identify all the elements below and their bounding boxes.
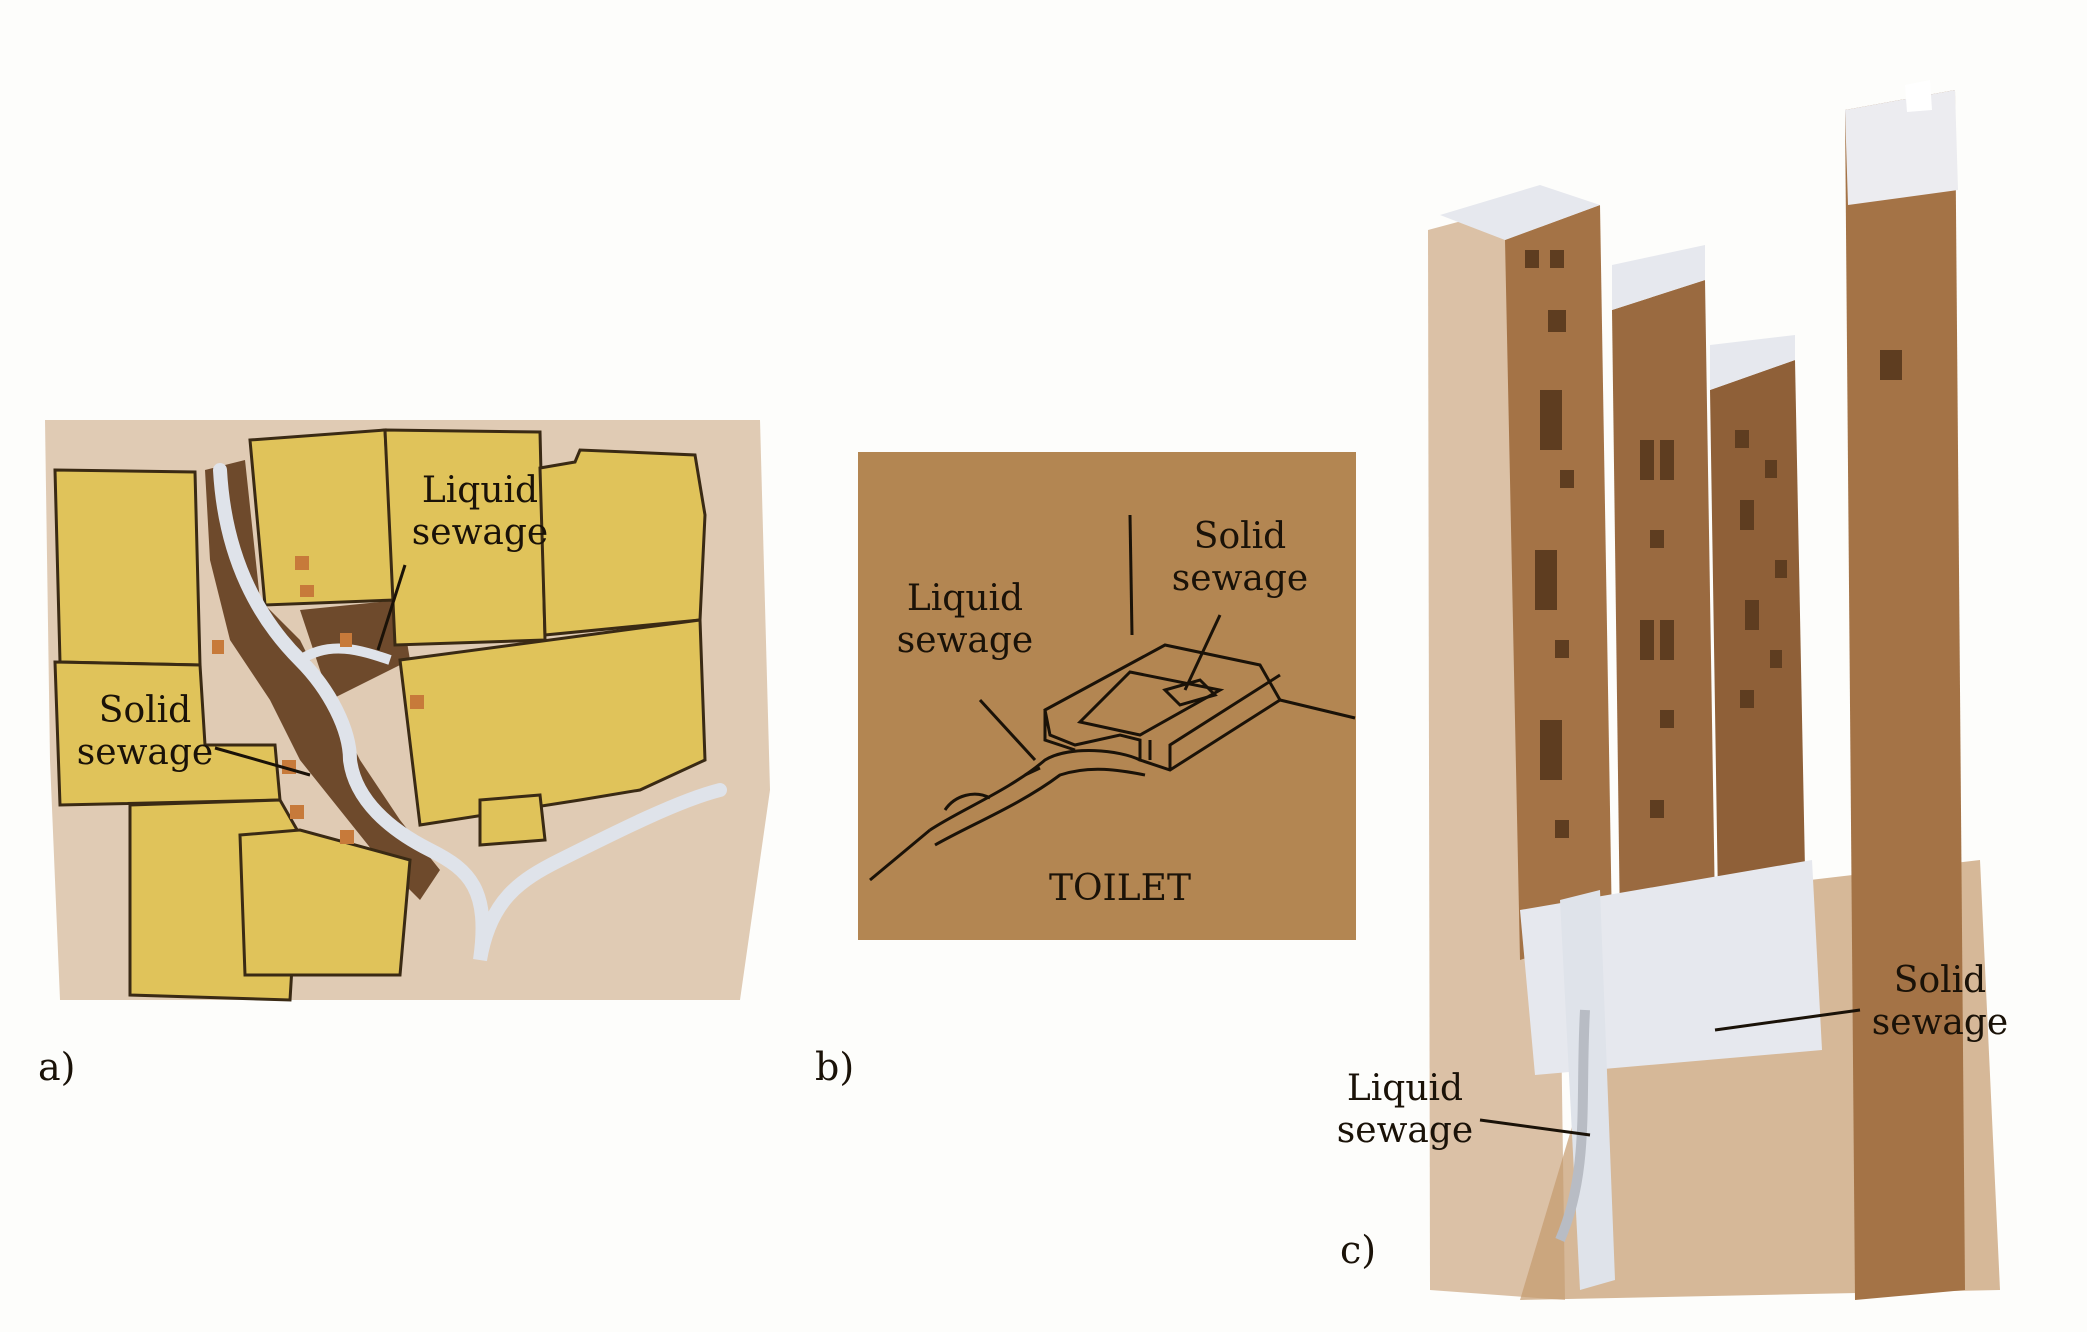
- panel-b-solid-sewage-label: Solid sewage: [1171, 516, 1309, 599]
- panel-b-liquid-sewage-label: Liquid sewage: [896, 578, 1034, 661]
- panel-c-tower-1: [1505, 205, 1612, 960]
- room-mid-right: [398, 618, 707, 827]
- panel-c-tower-houses: [1428, 80, 2000, 1300]
- room-mid-left: [53, 660, 282, 807]
- panel-c-tower-2: [1612, 280, 1715, 930]
- panel-a-rooms: [53, 428, 707, 1002]
- panel-c-tower-right: [1845, 90, 1965, 1300]
- room-top-right-b: [538, 448, 707, 637]
- panel-b-letter: b): [815, 1045, 855, 1089]
- panel-a-brick-markers: [212, 556, 424, 844]
- panel-a-solid-sewage-label: Solid sewage: [76, 690, 214, 773]
- panel-a-plan-view: [45, 420, 770, 1002]
- panel-b-solid-leader: [1183, 614, 1222, 691]
- panel-b-toilet-detail: [858, 452, 1356, 940]
- panel-a-letter: a): [38, 1045, 76, 1089]
- room-top-left: [53, 468, 202, 667]
- panel-c-solid-sewage-label: Solid sewage: [1871, 960, 2009, 1043]
- panel-c-solid-leader: [1714, 1008, 1861, 1032]
- panel-c-liquid-sewage-label: Liquid sewage: [1336, 1068, 1474, 1151]
- panel-c-liquid-leader: [1479, 1118, 1591, 1137]
- room-bottom-center: [238, 828, 412, 977]
- panel-a-drain-channel: [213, 463, 727, 962]
- panel-a-solid-leader: [214, 746, 311, 777]
- panel-c-letter: c): [1340, 1228, 1377, 1272]
- room-top-center: [248, 428, 397, 607]
- panel-b-toilet-caption: TOILET: [1049, 868, 1191, 909]
- panel-b-liquid-leader: [978, 698, 1037, 762]
- panel-a-liquid-sewage-label: Liquid sewage: [411, 470, 549, 553]
- panel-a-liquid-leader: [376, 564, 407, 651]
- panel-b-line-drawing: [869, 514, 1356, 882]
- panel-c-windows: [1525, 250, 1902, 838]
